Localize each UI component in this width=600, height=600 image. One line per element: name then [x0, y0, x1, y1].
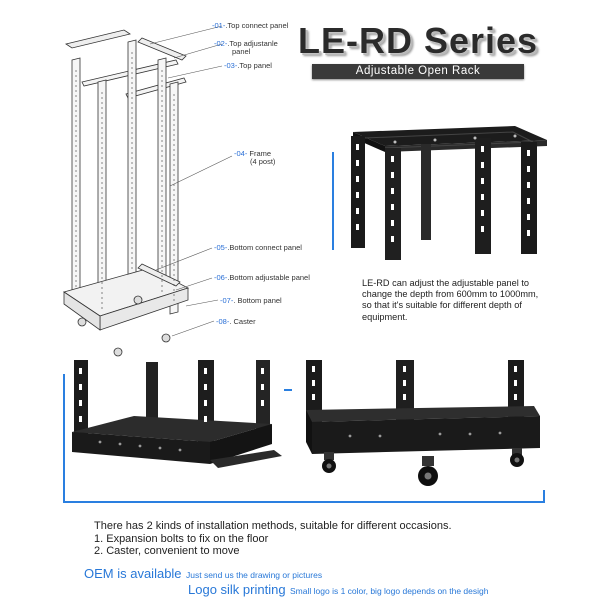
part-number: -02-: [214, 39, 228, 48]
rack-top-photo: [332, 126, 547, 260]
oem-line: OEM is available Just send us the drawin…: [84, 565, 322, 583]
logo-line: Logo silk printing Small logo is 1 color…: [188, 581, 488, 599]
part-number: -04-: [234, 149, 248, 158]
description-text: LE-RD can adjust the adjustable panel to…: [362, 278, 552, 323]
description-line: change the depth from 600mm to 1000mm,: [362, 289, 539, 300]
part-label-06: -06-.Bottom adjustable panel: [214, 274, 310, 282]
installation-item: 2. Caster, convenient to move: [94, 545, 240, 557]
part-text: .Bottom adjustable panel: [227, 273, 310, 282]
part-number: -05-: [214, 243, 228, 252]
page-title: LE-RD Series: [298, 20, 539, 61]
subtitle: Adjustable Open Rack: [355, 65, 481, 77]
installation-intro: There has 2 kinds of installation method…: [94, 520, 452, 532]
part-number: -07-: [220, 296, 234, 305]
part-text: .Top adjustanle: [227, 39, 278, 48]
part-label-01: -01-.Top connect panel: [212, 22, 288, 30]
part-text: .Top panel: [237, 61, 272, 70]
logo-note: Small logo is 1 color, big logo depends …: [290, 586, 489, 596]
part-text: .Bottom connect panel: [227, 243, 302, 252]
description-line: equipment.: [362, 311, 408, 322]
part-number: -06-: [214, 273, 228, 282]
part-label-04: -04- Frame (4 post): [234, 150, 275, 166]
part-label-08: -08-. Caster: [216, 318, 256, 326]
part-label-05: -05-.Bottom connect panel: [214, 244, 302, 252]
description-line: LE-RD can adjust the adjustable panel to: [362, 278, 530, 288]
oem-title: OEM is available: [84, 566, 182, 581]
part-text-line2: (4 post): [250, 157, 276, 166]
subtitle-bar: [312, 64, 524, 79]
oem-note: Just send us the drawing or pictures: [186, 570, 323, 580]
part-number: -08-: [216, 317, 230, 326]
part-text: Frame: [247, 149, 272, 158]
part-text: .Top connect panel: [225, 21, 289, 30]
logo-title: Logo silk printing: [188, 582, 286, 597]
part-text: . Caster: [229, 317, 256, 326]
description-line: so that it's suitable for different dept…: [362, 300, 522, 311]
part-label-07: -07-. Bottom panel: [220, 297, 282, 305]
part-label-03: -03-.Top panel: [224, 62, 272, 70]
part-text-line2: panel: [232, 47, 251, 56]
installation-item: 1. Expansion bolts to fix on the floor: [94, 532, 269, 545]
installation-methods: There has 2 kinds of installation method…: [94, 520, 452, 558]
part-text: . Bottom panel: [233, 296, 282, 305]
rack-bottom-photos: [63, 360, 545, 503]
part-number: -01-: [212, 21, 226, 30]
part-number: -03-: [224, 61, 238, 70]
part-label-02: -02-.Top adjustanle panel: [214, 40, 278, 56]
